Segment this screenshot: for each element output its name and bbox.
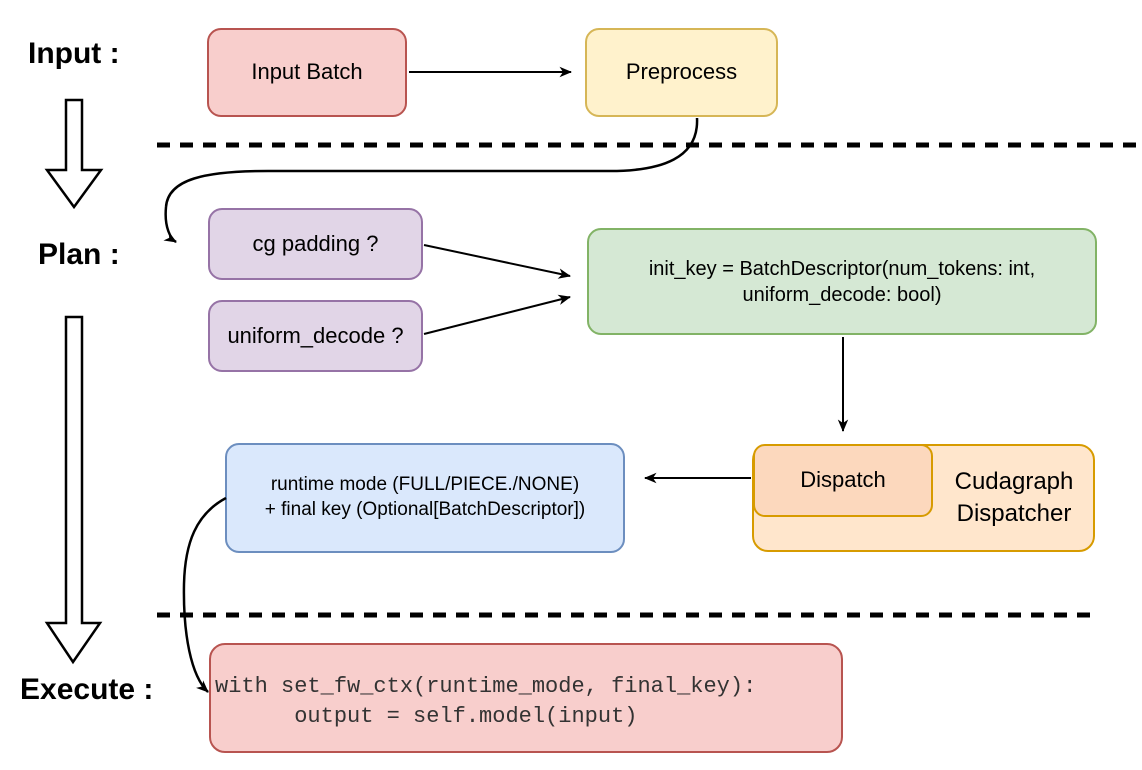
node-execute-code: with set_fw_ctx(runtime_mode, final_key)… [209, 643, 843, 753]
arrow-uniform-decode-to-init-key [423, 294, 571, 335]
node-init-key-line2: uniform_decode: bool) [742, 283, 942, 306]
node-dispatch: Dispatch [753, 444, 933, 517]
stage-label-input: Input : [28, 37, 120, 70]
node-dispatch-label: Dispatch [800, 467, 886, 493]
node-preprocess-label: Preprocess [625, 59, 738, 85]
node-init-key-line1: init_key = BatchDescriptor(num_tokens: i… [648, 257, 1036, 280]
cudagraph-line2: Dispatcher [956, 500, 1072, 527]
execute-code-line2: output = self.model(input) [215, 704, 638, 729]
node-runtime-mode-line1: runtime mode (FULL/PIECE./NONE) [270, 474, 580, 496]
node-runtime-mode-line2: + final key (Optional[BatchDescriptor]) [264, 499, 586, 520]
plan-stage-arrow-icon [44, 315, 103, 665]
node-init-key: init_key = BatchDescriptor(num_tokens: i… [587, 228, 1097, 335]
node-input-batch-label: Input Batch [251, 59, 363, 85]
node-cudagraph-dispatcher-label: Cudagraph Dispatcher [933, 444, 1095, 552]
node-runtime-mode: runtime mode (FULL/PIECE./NONE) + final … [225, 443, 625, 553]
execute-code-line1: with set_fw_ctx(runtime_mode, final_key)… [215, 674, 757, 699]
node-uniform-decode: uniform_decode ? [208, 300, 423, 372]
arrow-cg-padding-to-init-key [423, 244, 571, 279]
node-preprocess: Preprocess [585, 28, 778, 117]
node-cg-padding: cg padding ? [208, 208, 423, 280]
node-input-batch: Input Batch [207, 28, 407, 117]
cudagraph-line1: Cudagraph [954, 468, 1074, 495]
stage-label-execute: Execute : [20, 673, 154, 706]
node-cg-padding-label: cg padding ? [252, 230, 379, 256]
stage-label-plan: Plan : [38, 238, 120, 271]
node-uniform-decode-label: uniform_decode ? [227, 322, 404, 348]
input-stage-arrow-icon [44, 98, 104, 210]
